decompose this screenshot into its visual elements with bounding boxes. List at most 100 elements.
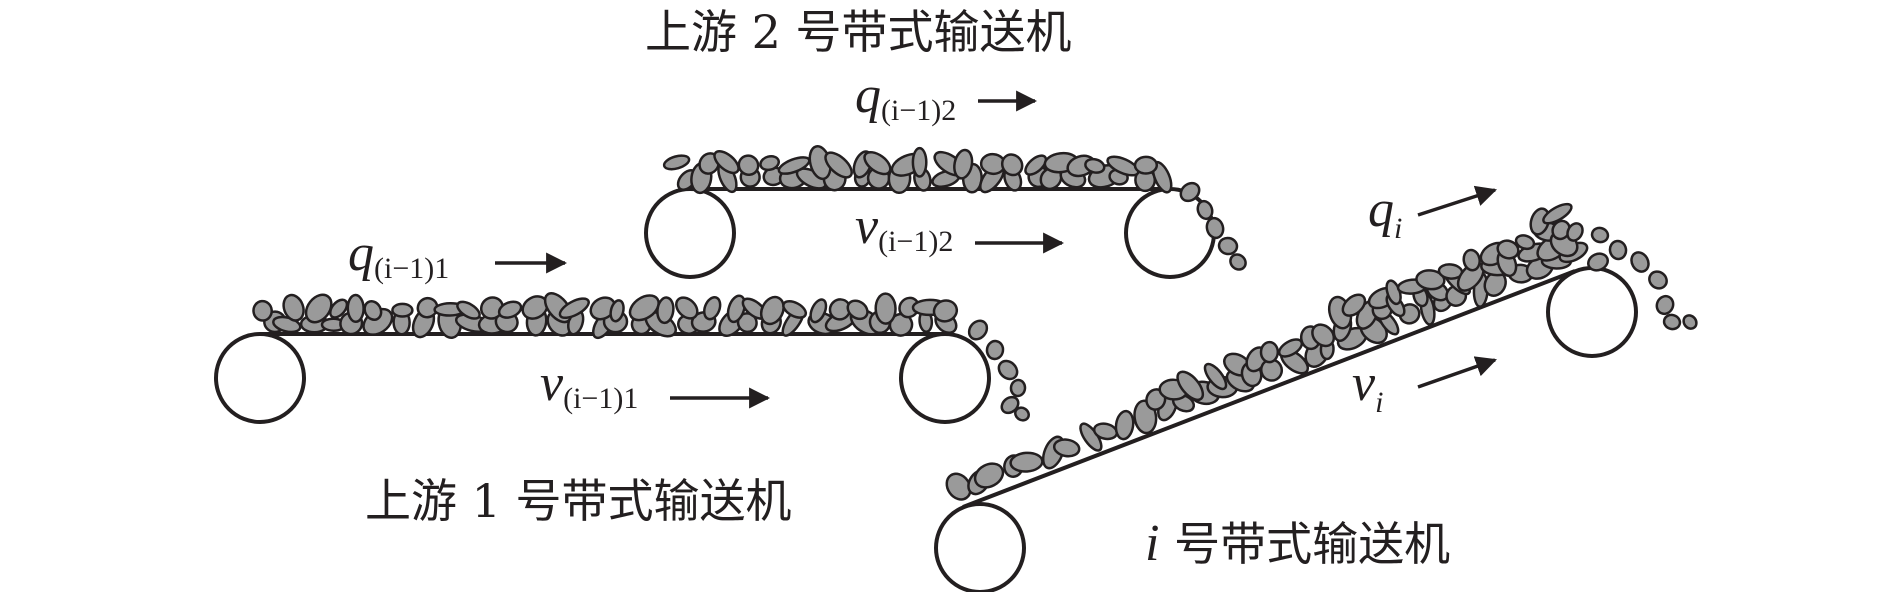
material-rock [662,154,691,171]
material-rock [558,297,590,320]
material-rock [1311,323,1336,348]
upstream-1-label: 上游 1 号带式输送机 [365,474,792,528]
upstream-1-flow-subscript: (i−1)1 [374,252,449,285]
upstream-2-tail-roller [644,187,736,279]
material-rock [713,150,740,175]
material-rock [828,298,852,321]
upstream-2-conveyor [644,145,1247,279]
material-rock [1205,216,1225,240]
main-speed-annotation: vi [1352,355,1497,419]
material-rock [953,148,974,180]
material-rock [1630,251,1650,273]
svg-text:vi: vi [1352,355,1383,419]
material-rock [479,296,505,320]
material-rock [1000,395,1020,415]
material-rock [1000,153,1024,177]
main-flow-subscript: i [1394,212,1402,245]
upstream-1-flow-symbol: q [348,225,374,282]
material-rock [1542,202,1573,225]
material-rock [1415,269,1446,291]
material-rock [1084,157,1106,174]
material-rock [863,150,892,176]
material-rock [973,462,1005,489]
material-rock [874,292,897,325]
svg-text:v(i−1)1: v(i−1)1 [540,355,638,415]
upstream-1-speed-subscript: (i−1)1 [563,382,638,415]
material-rock [703,295,722,321]
material-rock [1176,370,1205,402]
upstream-2-speed-symbol: v [855,198,879,255]
material-rock [1496,239,1520,260]
upstream-2-flow-subscript: (i−1)2 [881,94,956,127]
material-rock [1114,409,1135,441]
upstream-1-material-load [252,292,1030,422]
material-rock [391,302,414,318]
material-rock [1655,294,1675,316]
upstream-2-label: 上游 2 号带式输送机 [645,5,1072,59]
material-rock [846,299,869,321]
material-rock [782,299,808,319]
material-rock [1590,226,1610,244]
upstream-2-flow-annotation: q(i−1)2 [855,67,1038,127]
material-rock [945,472,972,501]
material-rock [329,298,349,319]
upstream-1-speed-annotation: v(i−1)1 [540,355,771,415]
material-rock [1203,362,1228,391]
material-rock [1514,234,1536,251]
material-rock [967,319,989,341]
upstream-1-tail-roller [214,332,306,424]
material-rock [824,151,853,179]
upstream-1-speed-symbol: v [540,355,564,412]
material-rock [675,296,699,320]
main-flow-symbol: q [1368,181,1394,238]
material-rock [737,154,760,176]
material-rock [1682,314,1698,330]
material-rock [1009,451,1044,473]
material-rock [628,294,660,322]
material-rock [1648,270,1668,290]
material-rock [898,296,920,319]
upstream-2-material-load [662,145,1247,271]
material-rock [1662,313,1682,331]
material-rock [252,299,273,322]
upstream-1-conveyor [214,292,1030,424]
material-rock [363,300,383,321]
upstream-2-flow-symbol: q [855,67,881,124]
material-rock [346,293,365,324]
material-rock [1259,340,1280,364]
material-rock [1587,252,1609,272]
svg-text:qi: qi [1368,181,1402,245]
material-rock [1009,378,1027,398]
upstream-1-flow-annotation: q(i−1)1 [348,225,568,285]
main-speed-arrow [1417,356,1497,389]
material-rock [985,339,1005,361]
svg-text:v(i−1)2: v(i−1)2 [855,198,953,258]
main-label-index: i [1145,515,1159,572]
material-rock [1217,236,1239,256]
svg-text:q(i−1)1: q(i−1)1 [348,225,449,285]
main-label-text: 号带式输送机 [1159,517,1450,571]
material-rock [497,300,523,319]
main-head-roller [1546,266,1638,358]
material-rock [1566,222,1584,242]
material-rock [997,359,1019,381]
material-rock [911,146,928,178]
material-rock [759,155,780,172]
main-flow-arrow [1417,185,1497,217]
main-speed-subscript: i [1375,386,1383,419]
main-belt [962,269,1576,509]
material-rock [1052,438,1081,458]
material-rock [1196,199,1214,221]
material-rock [1106,155,1140,177]
material-rock [282,293,305,322]
main-label: i 号带式输送机 [1145,515,1450,572]
material-rock [456,300,481,320]
material-rock [1341,293,1367,317]
material-rock [609,299,625,323]
material-rock [759,295,785,326]
svg-text:q(i−1)2: q(i−1)2 [855,67,956,127]
material-rock [1133,155,1159,175]
material-rock [1024,154,1048,176]
material-rock [1014,406,1030,422]
